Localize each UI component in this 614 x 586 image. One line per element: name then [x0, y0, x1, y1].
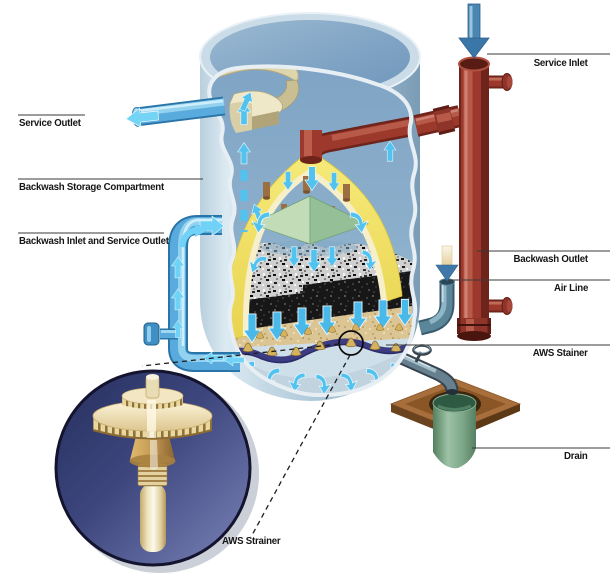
service-outlet-pipe [125, 96, 226, 128]
label-backwash-storage-compartment: Backwash Storage Compartment [19, 181, 164, 193]
drain-outlet-pipe [432, 393, 477, 469]
outlet-flow-arrow [125, 107, 159, 128]
drain-valve [412, 344, 432, 363]
label-aws-strainer-inset: AWS Strainer [222, 535, 281, 547]
pipe-tee-top [489, 73, 513, 91]
air-line-pipe [418, 278, 455, 336]
flow-arrows-interior [236, 89, 397, 276]
label-air-line: Air Line [553, 282, 588, 294]
label-backwash-inlet-and-service-outlet: Backwash Inlet and Service Outlet [19, 235, 169, 247]
inlet-stub [300, 130, 322, 164]
label-backwash-outlet: Backwash Outlet [513, 253, 589, 265]
strainer-annotation-circle [338, 330, 364, 356]
leader-lines [18, 53, 610, 449]
label-drain: Drain [564, 450, 588, 462]
dashed-callout-lines [141, 343, 351, 538]
cutaway-edge [207, 64, 418, 398]
pipe-flange-bottom [457, 318, 491, 341]
backwash-valve [143, 322, 178, 346]
label-aws-stainer: AWS Stainer [533, 347, 588, 359]
pipe-tee-bottom [489, 297, 513, 315]
tank-cutaway-interior [209, 66, 416, 396]
green-distributor [251, 195, 369, 256]
drain-pipe-steel [387, 344, 459, 395]
service-inlet-pipe [413, 3, 513, 341]
air-flow-arrow [435, 245, 459, 282]
magnifier-inset [54, 369, 259, 573]
backwash-pipe [143, 215, 245, 372]
label-service-outlet: Service Outlet [19, 117, 81, 129]
aws-strainer-illustration [92, 374, 213, 552]
inlet-flow-arrow [458, 3, 490, 59]
backwash-flow-arrows [171, 215, 245, 367]
label-service-inlet: Service Inlet [534, 57, 588, 69]
